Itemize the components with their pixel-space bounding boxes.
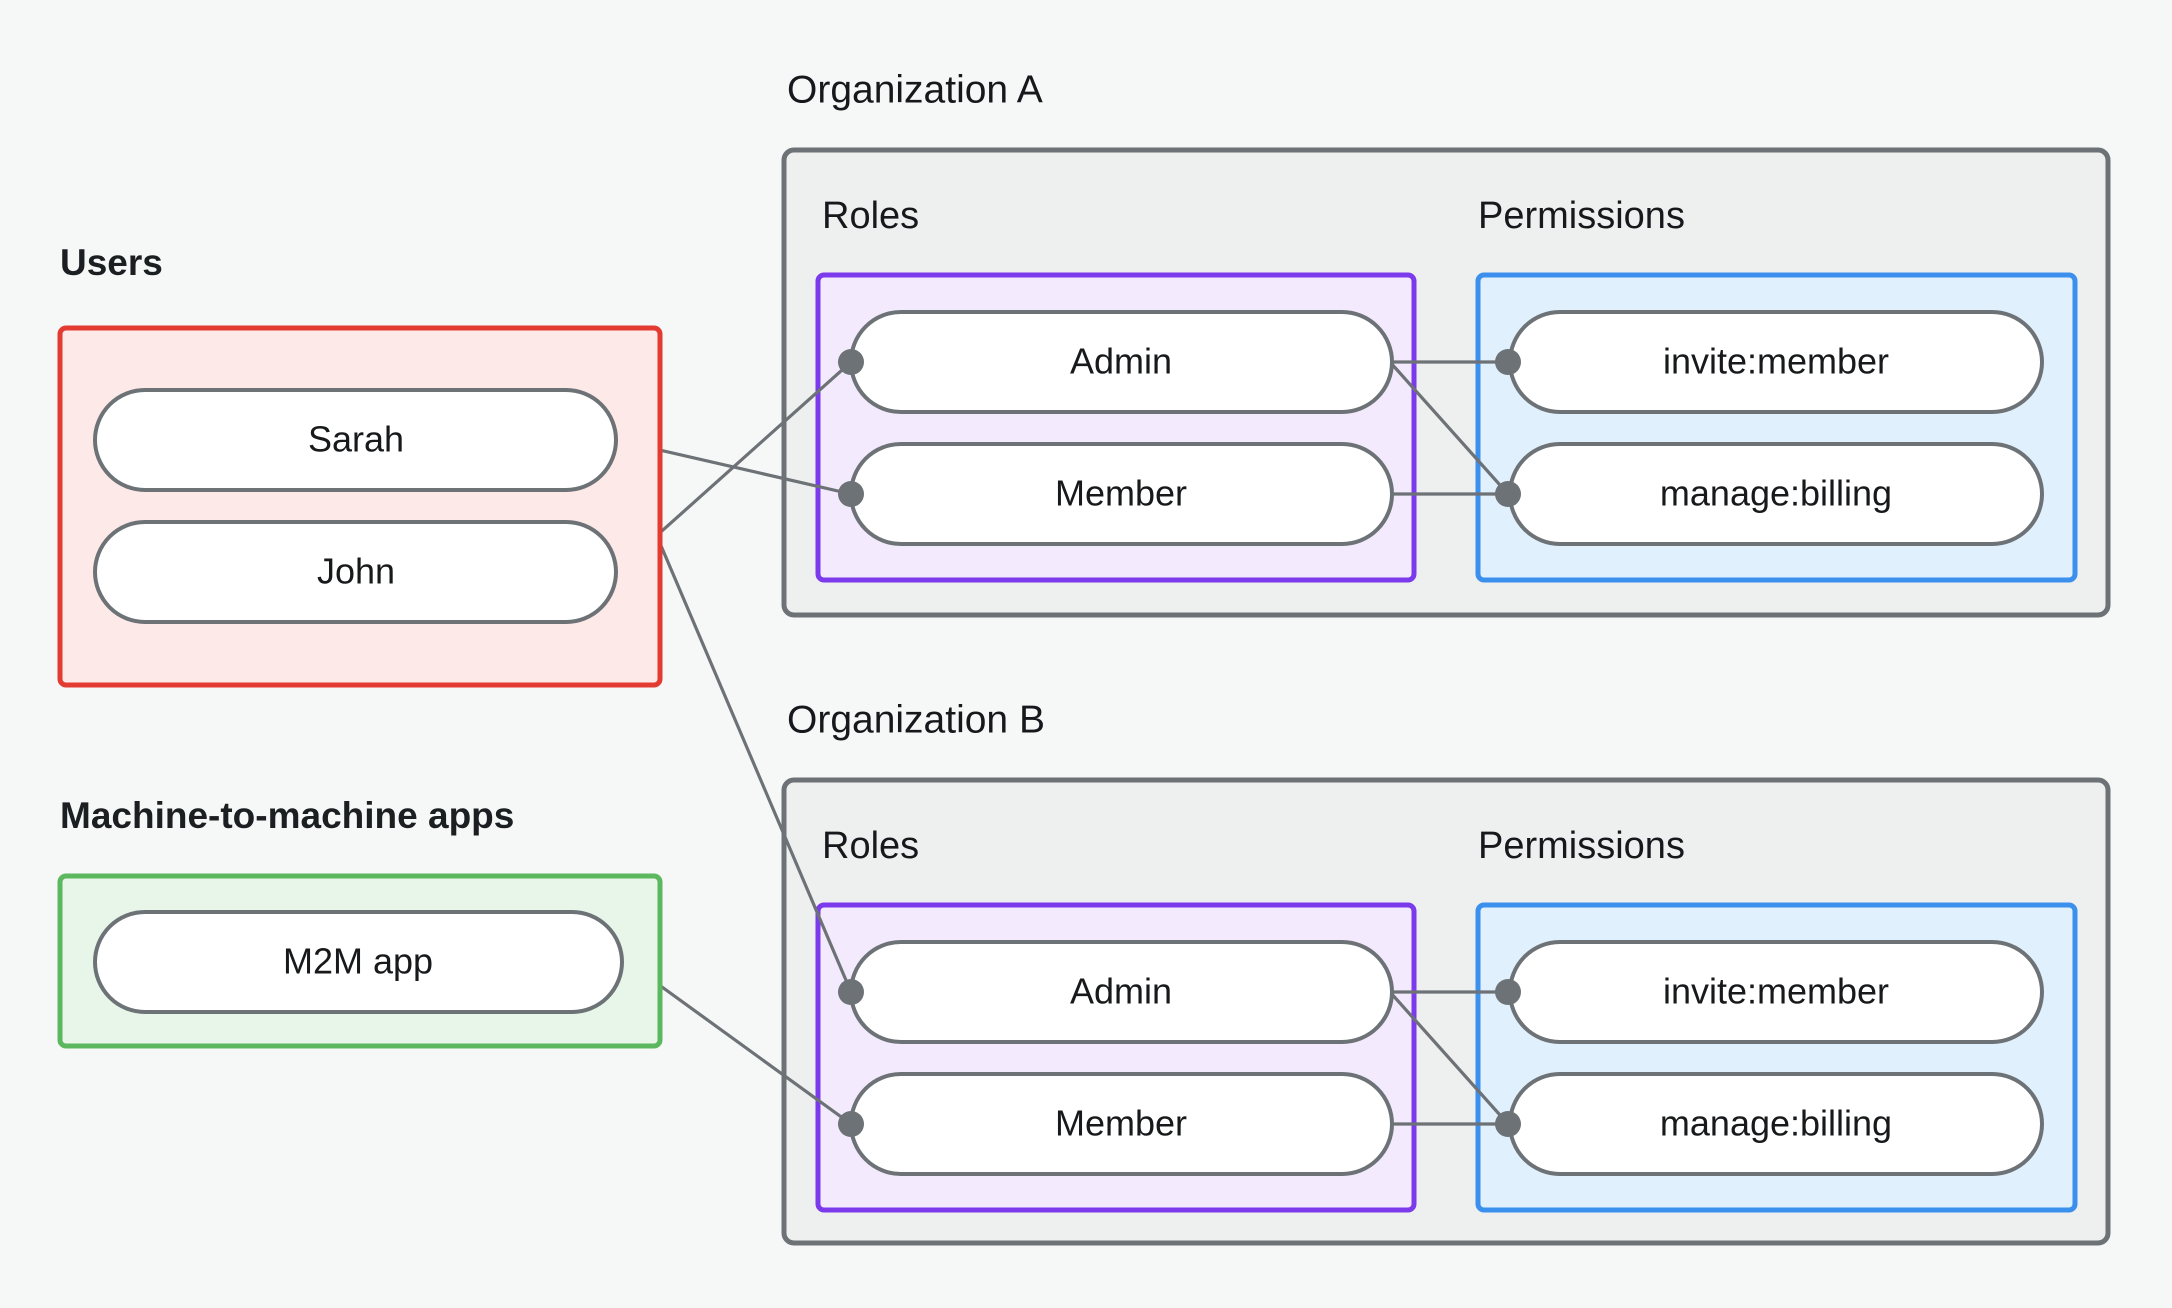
dot-b-invite-in xyxy=(1495,979,1521,1005)
org-b-permissions-label: Permissions xyxy=(1478,825,1685,867)
node-b-admin[interactable]: Admin xyxy=(849,940,1394,1044)
node-m2m-app[interactable]: M2M app xyxy=(93,910,624,1014)
node-a-billing-label: manage:billing xyxy=(1660,473,1892,514)
node-b-invite-label: invite:member xyxy=(1663,971,1889,1012)
node-b-member-label: Member xyxy=(1055,1103,1187,1144)
node-john[interactable]: John xyxy=(93,520,618,624)
org-a-permissions-label: Permissions xyxy=(1478,195,1685,237)
node-a-invite[interactable]: invite:member xyxy=(1508,310,2044,414)
dot-a-member-in xyxy=(838,481,864,507)
edge-b-admin-billing xyxy=(1388,990,1510,1126)
dot-a-billing-in xyxy=(1495,481,1521,507)
node-m2m-app-label: M2M app xyxy=(283,941,433,982)
node-sarah-label: Sarah xyxy=(308,419,404,460)
users-group-container xyxy=(57,325,663,688)
node-a-billing[interactable]: manage:billing xyxy=(1508,442,2044,546)
node-a-member-label: Member xyxy=(1055,473,1187,514)
dot-a-admin-in xyxy=(838,349,864,375)
node-a-admin[interactable]: Admin xyxy=(849,310,1394,414)
node-sarah[interactable]: Sarah xyxy=(93,388,618,492)
connection-dots xyxy=(838,349,1521,1137)
org-a-roles-label: Roles xyxy=(822,195,919,237)
node-a-admin-label: Admin xyxy=(1070,341,1172,382)
org-a-edges xyxy=(1388,360,1510,496)
dot-b-admin-in xyxy=(838,979,864,1005)
dot-b-billing-in xyxy=(1495,1111,1521,1137)
org-a-title: Organization A xyxy=(787,68,1043,111)
node-b-member[interactable]: Member xyxy=(849,1072,1394,1176)
node-b-invite[interactable]: invite:member xyxy=(1508,940,2044,1044)
dot-b-member-in xyxy=(838,1111,864,1137)
node-b-admin-label: Admin xyxy=(1070,971,1172,1012)
org-b-edges xyxy=(1388,990,1510,1126)
m2m-group-label: Machine-to-machine apps xyxy=(60,795,514,836)
edge-a-admin-billing xyxy=(1388,360,1510,496)
node-b-billing[interactable]: manage:billing xyxy=(1508,1072,2044,1176)
users-group-label: Users xyxy=(60,242,163,283)
node-a-member[interactable]: Member xyxy=(849,442,1394,546)
node-a-invite-label: invite:member xyxy=(1663,341,1889,382)
node-b-billing-label: manage:billing xyxy=(1660,1103,1892,1144)
node-john-label: John xyxy=(317,551,395,592)
org-b-roles-label: Roles xyxy=(822,825,919,867)
org-b-title: Organization B xyxy=(787,698,1045,741)
dot-a-invite-in xyxy=(1495,349,1521,375)
